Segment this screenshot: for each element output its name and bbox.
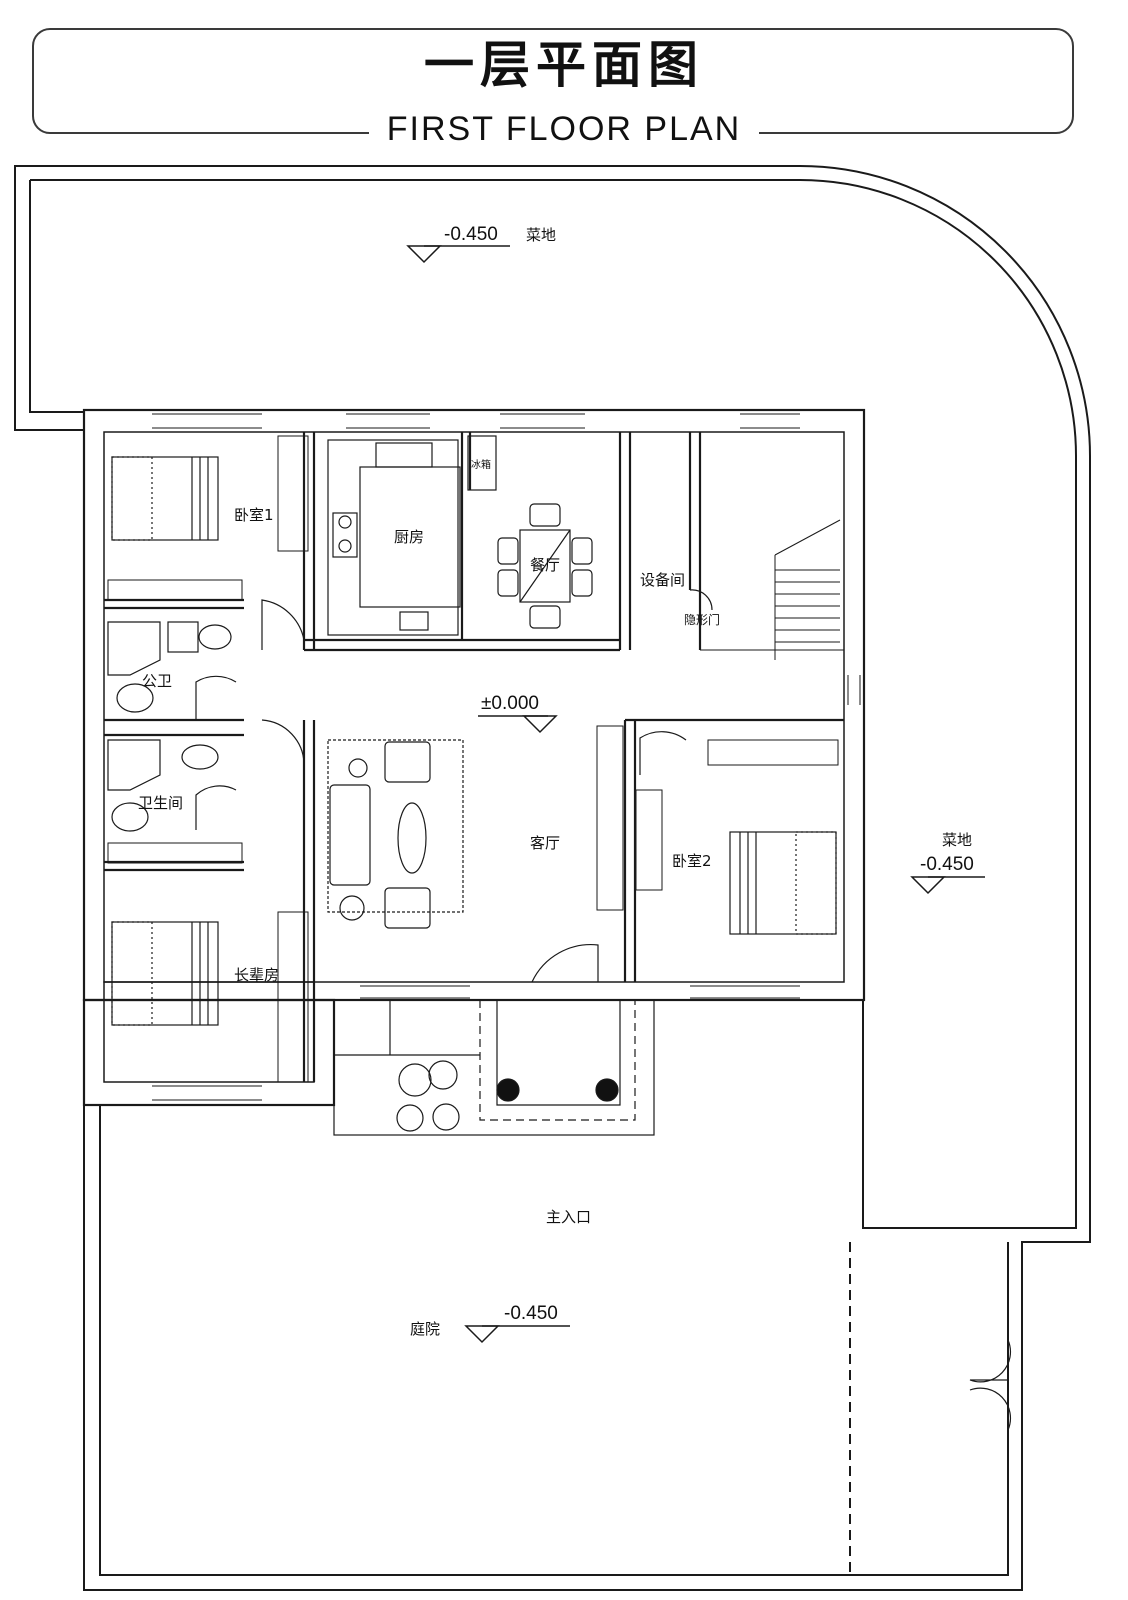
living-furniture: [327, 739, 464, 929]
doors: [195, 589, 1012, 1431]
room-equipment: 设备间: [640, 571, 685, 589]
label-right-garden: 菜地: [942, 831, 972, 849]
room-bedroom1: 卧室1: [234, 506, 274, 524]
windows: [152, 413, 861, 1101]
wardrobes: [107, 435, 839, 1083]
elevation-top-garden: -0.450: [444, 224, 498, 245]
label-top-garden: 菜地: [526, 226, 556, 244]
elevation-courtyard: -0.450: [504, 1303, 558, 1324]
room-dining: 餐厅: [530, 556, 560, 574]
elevation-right-garden: -0.450: [920, 854, 974, 875]
dining-table: [497, 503, 593, 629]
room-fridge: 冰箱: [471, 458, 491, 471]
room-courtyard: 庭院: [410, 1320, 440, 1338]
garden-boundary-outer: [14, 165, 1091, 1591]
room-main-entrance: 主入口: [546, 1208, 591, 1226]
garden-boundary-inner: [30, 179, 1077, 1229]
room-living: 客厅: [530, 834, 560, 852]
elevation-floor: ±0.000: [481, 693, 539, 714]
room-bedroom2: 卧室2: [672, 852, 712, 870]
house-walls: [82, 408, 866, 1107]
room-public-wc: 公卫: [142, 672, 172, 690]
room-elder: 长辈房: [234, 966, 279, 984]
room-bathroom: 卫生间: [138, 794, 183, 812]
room-kitchen: 厨房: [394, 528, 424, 546]
bathroom-fixtures: [107, 621, 232, 832]
courtyard-boundary-inner: [99, 1105, 1009, 1576]
subtitle-wrap: FIRST FLOOR PLAN: [0, 112, 1128, 146]
staircase: [774, 519, 841, 660]
page-subtitle: FIRST FLOOR PLAN: [368, 112, 760, 146]
room-hidden-door: 隐形门: [684, 612, 720, 627]
beds: [111, 456, 837, 1026]
page-title: 一层平面图: [424, 36, 704, 94]
kitchen-fixtures: [327, 435, 497, 636]
elevation-markers: [406, 245, 985, 1344]
entrance-porch: [333, 999, 655, 1136]
